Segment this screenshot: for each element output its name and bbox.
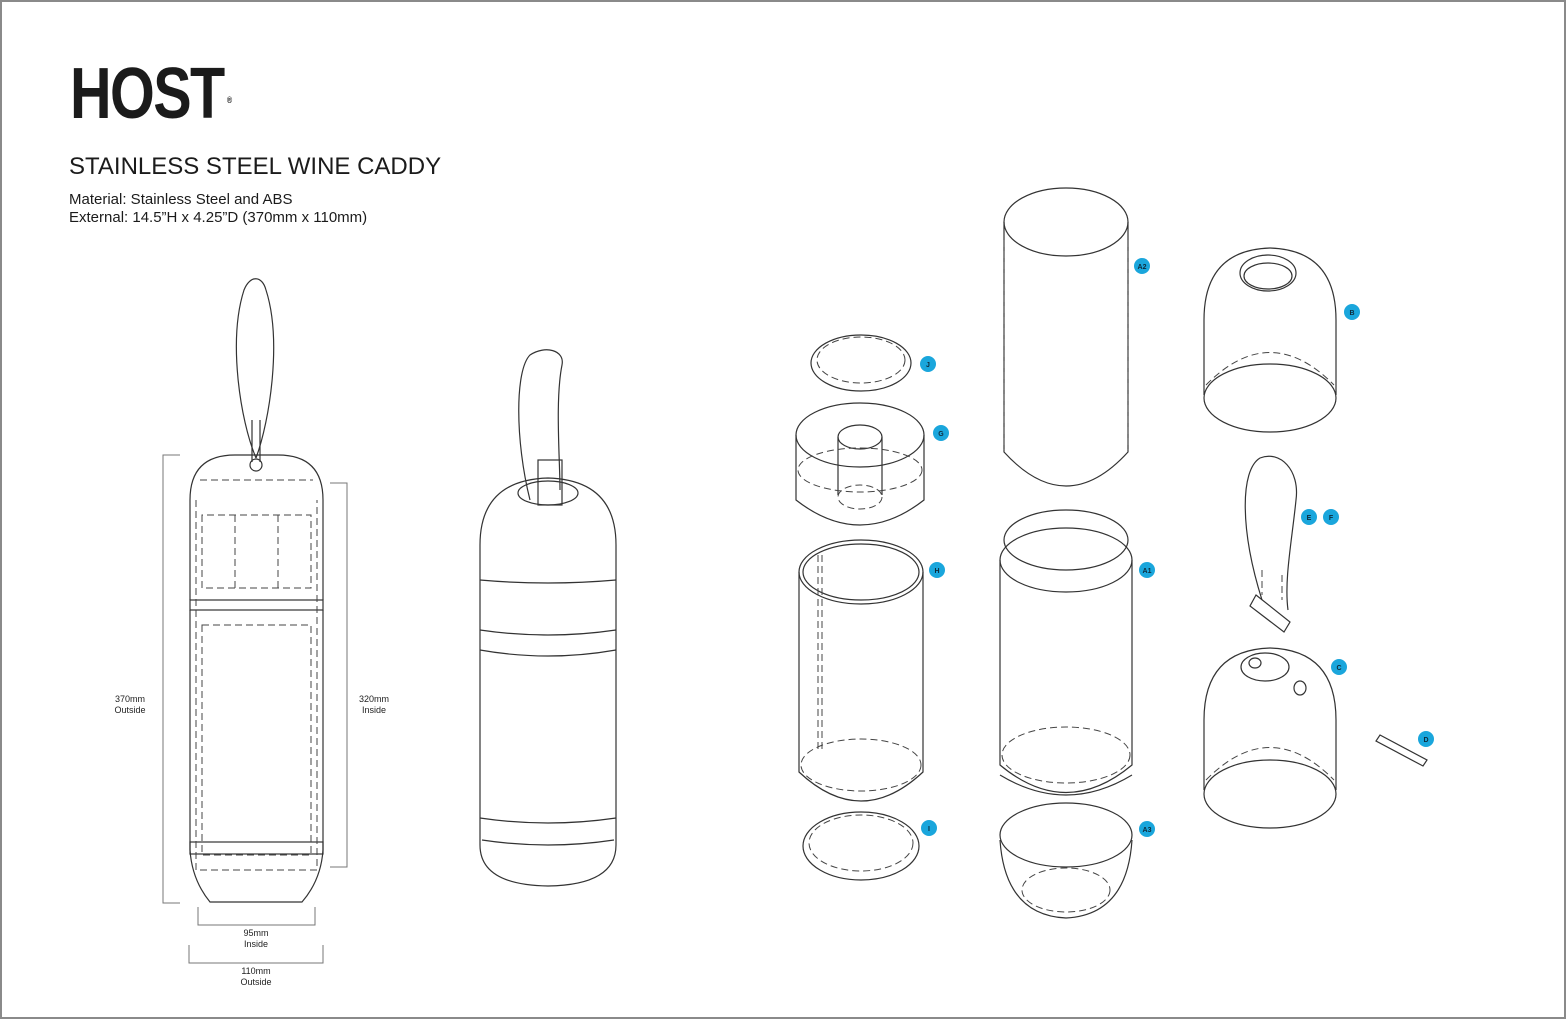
svg-text:J: J — [926, 362, 930, 369]
svg-text:A2: A2 — [1138, 264, 1147, 271]
inside-height-value: 320mm — [359, 694, 389, 704]
part-badge-i: I — [921, 820, 937, 836]
svg-text:F: F — [1329, 515, 1334, 522]
inside-height-label: Inside — [362, 705, 386, 715]
part-badge-g: G — [933, 425, 949, 441]
svg-text:D: D — [1423, 737, 1428, 744]
svg-text:H: H — [934, 568, 939, 575]
material-spec: Material: Stainless Steel and ABS — [69, 191, 293, 208]
svg-text:E: E — [1307, 515, 1312, 522]
svg-text:I: I — [928, 826, 930, 833]
svg-text:A3: A3 — [1143, 827, 1152, 834]
registered-mark: ® — [226, 95, 232, 105]
front-view-drawing — [162, 278, 348, 964]
external-spec: External: 14.5”H x 4.25”D (370mm x 110mm… — [69, 209, 368, 226]
part-badge-d: D — [1418, 731, 1434, 747]
part-badge-e: E — [1301, 509, 1317, 525]
inside-width-label: Inside — [244, 939, 268, 949]
part-badge-a2: A2 — [1134, 258, 1150, 274]
svg-text:C: C — [1336, 665, 1341, 672]
part-badge-j: J — [920, 356, 936, 372]
outside-height-value: 370mm — [115, 694, 145, 704]
logo-text: HOST — [70, 54, 225, 134]
perspective-view-drawing — [479, 349, 617, 887]
svg-text:G: G — [938, 431, 944, 438]
part-badge-b: B — [1344, 304, 1360, 320]
part-badge-a1: A1 — [1139, 562, 1155, 578]
product-title: STAINLESS STEEL WINE CADDY — [69, 153, 442, 180]
svg-text:B: B — [1349, 310, 1354, 317]
outside-width-label: Outside — [240, 977, 271, 987]
outside-height-label: Outside — [114, 705, 145, 715]
svg-text:A1: A1 — [1143, 568, 1152, 575]
part-badge-a3: A3 — [1139, 821, 1155, 837]
part-badge-h: H — [929, 562, 945, 578]
host-logo: HOST® — [70, 58, 232, 130]
exploded-parts-drawing — [795, 187, 1428, 919]
part-badge-f: F — [1323, 509, 1339, 525]
outside-width-value: 110mm — [241, 966, 270, 976]
part-badge-c: C — [1331, 659, 1347, 675]
inside-width-value: 95mm — [243, 928, 268, 938]
